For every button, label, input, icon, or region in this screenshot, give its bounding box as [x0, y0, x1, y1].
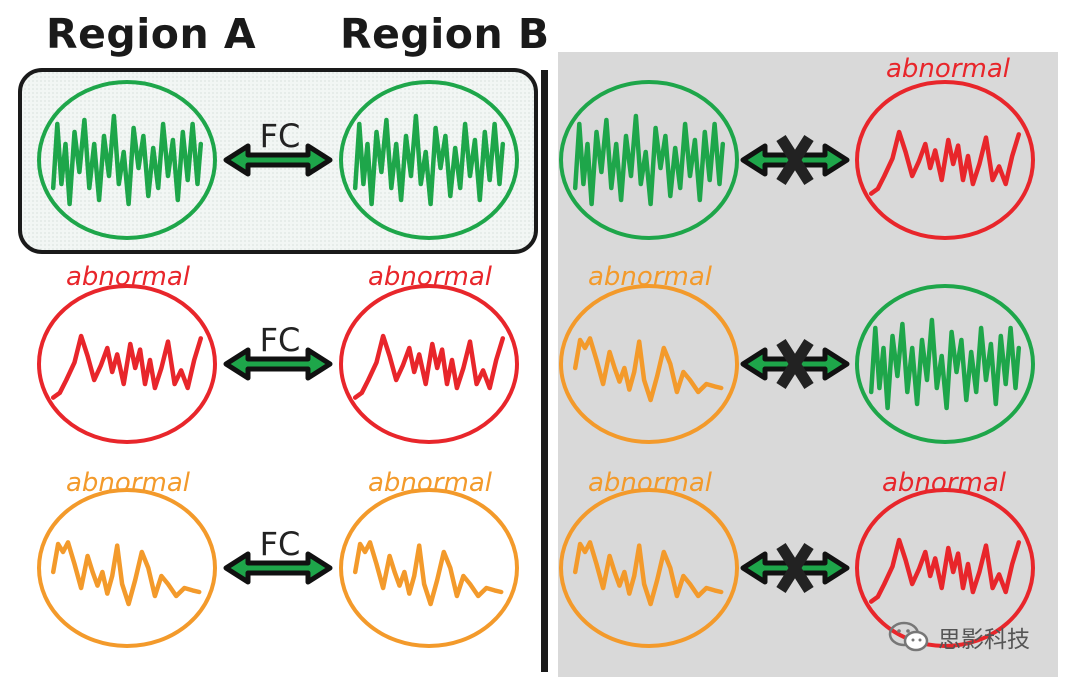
abnormal-label-right-a-row2: abnormal — [588, 262, 712, 292]
left-row3-region-b-waveform — [352, 540, 504, 607]
left-row1-arrow — [223, 143, 333, 177]
left-row2-region-a-waveform — [50, 333, 204, 400]
left-row1-region-a-waveform — [50, 113, 204, 207]
right-row2-region-a-circle — [559, 284, 739, 444]
right-row1-region-a-circle — [559, 80, 739, 240]
abnormal-label-left-a-row2: abnormal — [66, 262, 190, 292]
watermark: 思影科技 — [888, 620, 1030, 654]
right-row3-region-b-circle — [855, 488, 1035, 648]
right-row1-region-a-waveform — [572, 113, 726, 207]
abnormal-label-right-b-row3: abnormal — [882, 468, 1006, 498]
right-row2-region-a-waveform — [572, 336, 724, 403]
watermark-text: 思影科技 — [938, 627, 1030, 653]
wechat-icon — [888, 621, 929, 652]
right-row3-region-b-waveform — [868, 537, 1022, 604]
right-row3-region-a-waveform — [572, 540, 724, 607]
left-row3-arrow — [223, 551, 333, 585]
left-row2-region-a-circle — [37, 284, 217, 444]
left-row1-region-b-circle — [339, 80, 519, 240]
region-a-header: Region A — [46, 10, 257, 58]
right-row1-break-mark — [776, 135, 814, 185]
right-row1-region-b-waveform — [868, 129, 1022, 196]
fc-label-row2: FC — [259, 321, 301, 359]
divider-line — [541, 70, 548, 672]
left-row3-region-a-circle — [37, 488, 217, 648]
region-b-header: Region B — [340, 10, 550, 58]
fc-label-row1: FC — [259, 117, 301, 155]
left-row2-arrow — [223, 347, 333, 381]
left-row1-region-b-waveform — [352, 113, 506, 207]
abnormal-label-right-a-row3: abnormal — [588, 468, 712, 498]
left-row1-region-a-circle — [37, 80, 217, 240]
left-row3-region-b-circle — [339, 488, 519, 648]
fc-label-row3: FC — [259, 525, 301, 563]
abnormal-label-left-b-row2: abnormal — [368, 262, 492, 292]
left-row3-region-a-waveform — [50, 540, 202, 607]
left-row2-region-b-circle — [339, 284, 519, 444]
right-row2-region-b-waveform — [868, 317, 1022, 411]
right-row3-break-mark — [776, 543, 814, 593]
abnormal-label-right-b-row1: abnormal — [886, 54, 1010, 84]
abnormal-label-left-b-row3: abnormal — [368, 468, 492, 498]
left-row2-region-b-waveform — [352, 333, 506, 400]
right-row3-region-a-circle — [559, 488, 739, 648]
right-row2-break-mark — [776, 339, 814, 389]
right-row1-region-b-circle — [855, 80, 1035, 240]
abnormal-label-left-a-row3: abnormal — [66, 468, 190, 498]
right-row2-region-b-circle — [855, 284, 1035, 444]
